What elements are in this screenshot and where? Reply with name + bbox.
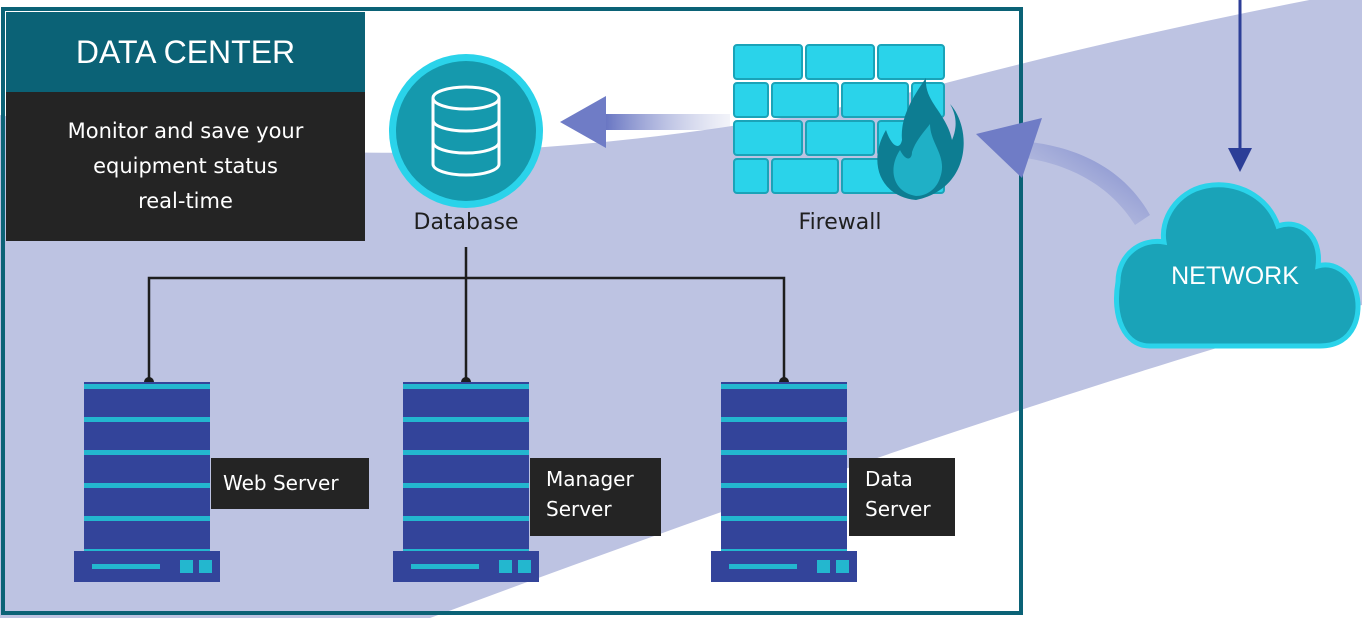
title-banner: DATA CENTER [6,12,365,92]
web-server-label: Web Server [211,458,369,509]
description-text: Monitor and save your equipment status r… [26,114,345,219]
firewall-icon [733,44,964,200]
servers-layer [74,382,857,582]
page-title: DATA CENTER [75,33,296,70]
manager-server-label-line: Manager [546,467,634,491]
description-panel: Monitor and save your equipment status r… [6,92,365,241]
connection-lines [147,247,786,382]
manager-server-icon [393,382,539,582]
arrow-firewall-to-database [560,96,730,148]
arrow-network-to-firewall [976,118,1150,225]
database-label: Database [413,210,519,235]
data-server-label: Data Server [849,458,955,536]
manager-server-label-line: Server [546,497,612,521]
web-server-label-line: Web Server [223,471,339,495]
data-server-label-line: Server [865,497,931,521]
data-server-label-line: Data [865,467,913,491]
description-line: real-time [138,189,233,213]
description-line: Monitor and save your [67,119,304,143]
arrow-into-network [1228,0,1252,172]
data-server-icon [711,382,857,582]
network-cloud-icon [1114,182,1361,349]
web-server-icon [74,382,220,582]
firewall-label: Firewall [798,210,882,235]
data-center-frame [1,7,1023,615]
manager-server-label: Manager Server [530,458,661,536]
network-label: NETWORK [1171,262,1299,290]
database-icon [389,54,543,208]
description-line: equipment status [93,154,278,178]
